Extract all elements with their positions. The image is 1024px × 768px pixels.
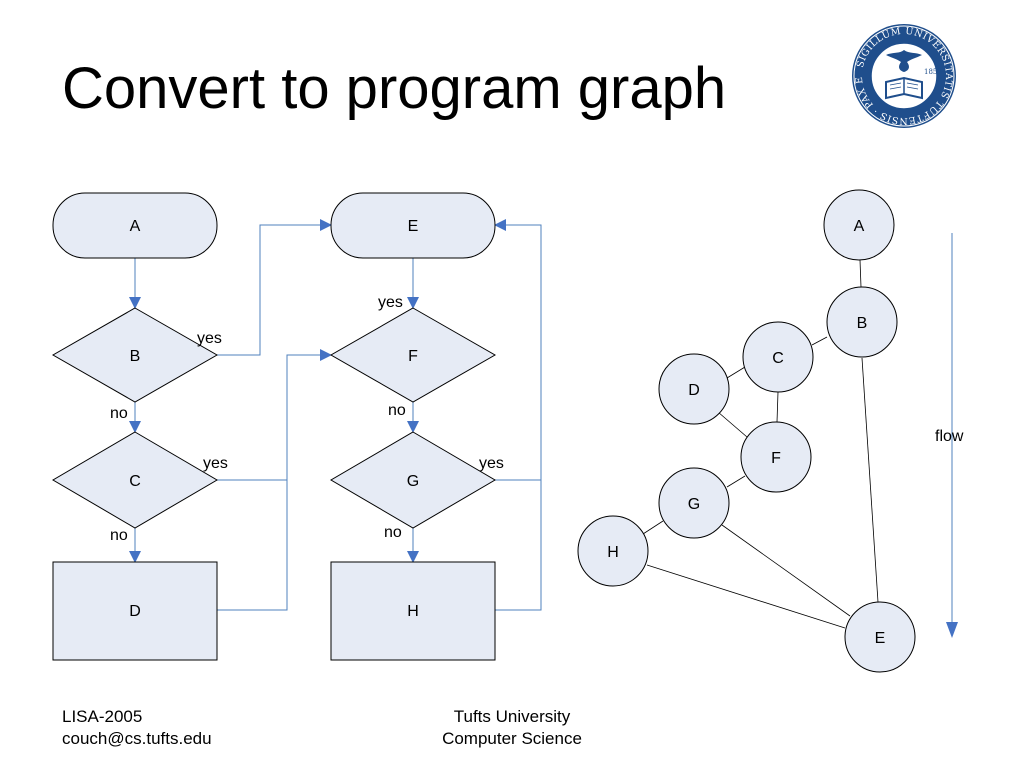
edge-label-c-no: no: [110, 527, 128, 544]
graph-label-f: F: [771, 450, 781, 467]
flowchart-node-h: [330, 561, 496, 661]
footer-department: Computer Science: [442, 729, 582, 748]
graph-node-a: [823, 189, 895, 261]
flowchart-node-a: [52, 192, 218, 259]
edge-label-b-no: no: [110, 405, 128, 422]
footer-left: LISA-2005 couch@cs.tufts.edu: [62, 706, 212, 750]
edge-label-c-yes: yes: [203, 455, 228, 472]
seal-year: 1852: [924, 68, 942, 76]
footer-institution: Tufts University: [453, 707, 571, 726]
graph-label-a: A: [854, 218, 865, 235]
edge-c-to-f-yes: [217, 349, 332, 481]
graph-label-h: H: [607, 544, 619, 561]
graph-node-d: [658, 353, 730, 425]
graph-edge-a-b: [859, 259, 862, 288]
flowchart-node-d: [52, 561, 218, 661]
flow-arrowhead-icon: [946, 622, 958, 638]
graph-label-e: E: [875, 630, 886, 647]
program-graph-edges: [642, 259, 879, 629]
flowchart-label-h: H: [407, 603, 419, 620]
footer-event: LISA-2005: [62, 707, 143, 726]
graph-edge-c-f: [776, 391, 779, 423]
flowchart-label-f: F: [408, 348, 418, 365]
graph-edge-d-f: [717, 411, 748, 438]
graph-label-b: B: [857, 315, 868, 332]
flowchart-label-g: G: [407, 473, 419, 490]
flowchart-label-e: E: [408, 218, 419, 235]
graph-label-c: C: [772, 350, 784, 367]
edge-label-e-yes: yes: [378, 294, 403, 311]
edge-label-g-yes: yes: [479, 455, 504, 472]
edge-label-f-no: no: [388, 402, 406, 419]
edge-b-to-e-yes: [217, 219, 332, 356]
graph-edge-b-c: [811, 336, 828, 346]
slide-title: Convert to program graph: [62, 56, 727, 121]
graph-edge-c-d: [726, 366, 746, 379]
flowchart-node-e: [330, 192, 496, 259]
footer-email: couch@cs.tufts.edu: [62, 729, 212, 748]
university-seal-logo: SIGILLUM UNIVERSITATIS TUFTENSIS · PAX E…: [850, 22, 956, 128]
edge-g-to-e-yes: [494, 219, 542, 481]
graph-edge-h-e: [646, 564, 846, 629]
edge-h-to-e: [495, 480, 542, 611]
flowchart-node-b: [51, 307, 219, 403]
flow-label: flow: [935, 428, 964, 445]
flowchart-label-b: B: [130, 348, 141, 365]
graph-node-b: [826, 286, 898, 358]
graph-node-f: [740, 421, 812, 493]
seal-dove-icon: [886, 50, 922, 72]
graph-node-c: [742, 321, 814, 393]
flowchart-label-c: C: [129, 473, 141, 490]
flowchart-label-a: A: [130, 218, 141, 235]
graph-edge-b-e: [861, 357, 879, 603]
graph-node-g: [658, 467, 730, 539]
flowchart-node-c: [52, 431, 218, 529]
flowchart-label-d: D: [129, 603, 141, 620]
graph-node-h: [577, 515, 649, 587]
graph-label-d: D: [688, 382, 700, 399]
graph-label-g: G: [688, 496, 700, 513]
flowchart-edges: [129, 219, 542, 611]
flowchart-node-f: [329, 307, 497, 403]
flowchart-node-g: [330, 431, 496, 529]
edge-label-g-no: no: [384, 524, 402, 541]
edge-d-to-f: [217, 480, 288, 611]
graph-edge-g-e: [721, 524, 851, 617]
edge-label-b-yes: yes: [197, 330, 222, 347]
graph-edge-f-g: [726, 475, 746, 488]
footer-center: Tufts University Computer Science: [412, 706, 612, 750]
graph-node-e: [844, 601, 916, 673]
graph-edge-g-h: [642, 520, 664, 535]
